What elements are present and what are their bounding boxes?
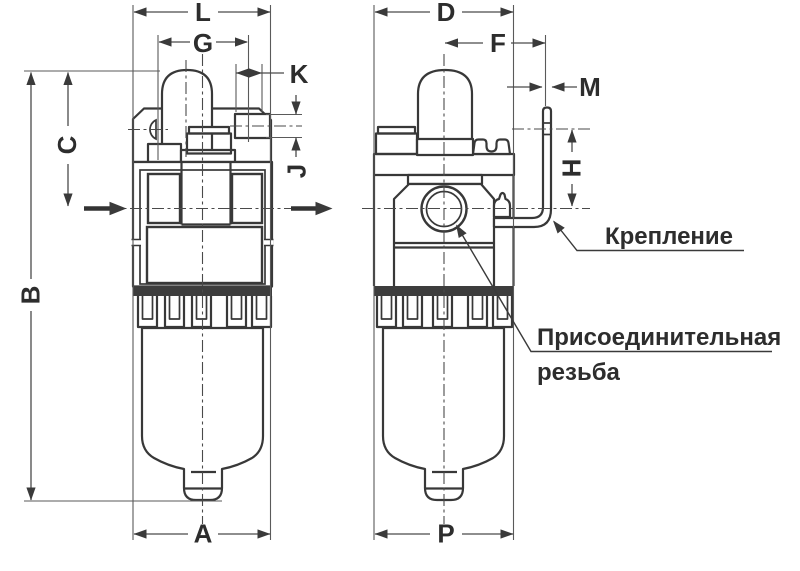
dimension-lines	[26, 7, 577, 539]
drip-stem	[180, 162, 232, 226]
leader-lines	[452, 217, 772, 353]
retaining-clip-top	[471, 138, 512, 156]
sight-window-right	[230, 172, 264, 225]
dim-label-H: H	[557, 159, 587, 178]
dim-label-L: L	[195, 0, 211, 27]
annotation-thread-line1: Присоединительная	[537, 324, 781, 351]
adjust-knob-front	[185, 132, 233, 155]
sight-window-left	[146, 172, 182, 225]
dim-label-D: D	[437, 0, 456, 27]
mounting-bracket	[494, 106, 553, 229]
neck-side	[406, 173, 484, 186]
dim-label-F: F	[490, 28, 506, 58]
knob-base-plate	[179, 148, 237, 164]
step-block	[146, 142, 183, 164]
outlet-arrow-head	[315, 201, 333, 216]
dim-label-K: K	[290, 59, 309, 89]
dim-label-A: A	[194, 519, 213, 549]
dim-label-G: G	[193, 28, 213, 58]
sight-dome-side	[416, 68, 474, 142]
adjust-knob-side	[374, 132, 419, 156]
annotation-thread-line2: резьба	[537, 359, 621, 386]
annotation-mounting: Крепление	[605, 223, 733, 250]
thread-leader	[456, 225, 772, 353]
guard-slots-front	[136, 296, 273, 329]
inlet-arrow-head	[109, 201, 127, 216]
dome-cap-side	[415, 137, 475, 157]
dim-label-P: P	[437, 519, 454, 549]
centerlines	[86, 54, 590, 524]
sight-window-lower	[145, 225, 264, 285]
flow-arrows	[84, 201, 333, 216]
labels: L G K C B J A D F M H P Крепление Присое…	[16, 0, 782, 549]
dim-label-J: J	[282, 164, 312, 178]
side-view	[372, 68, 553, 502]
dim-label-B: B	[16, 286, 46, 305]
mounting-leader	[553, 221, 744, 252]
retaining-clip-mid	[492, 191, 512, 219]
dim-label-C: C	[52, 135, 82, 154]
dim-label-M: M	[579, 72, 601, 102]
extension-lines	[24, 5, 547, 540]
